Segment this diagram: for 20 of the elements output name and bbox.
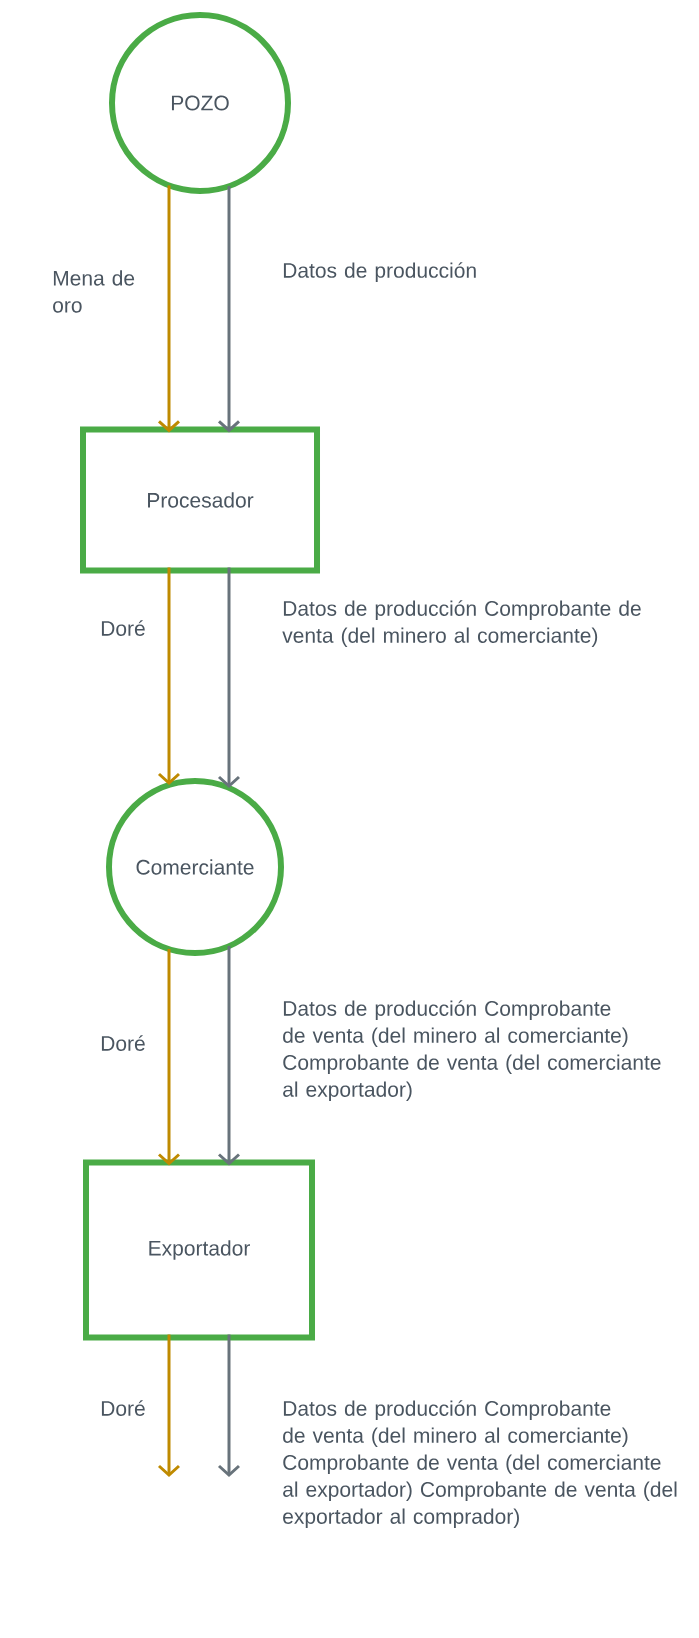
edge-label: Mena de oro: [53, 270, 135, 313]
arrow: [218, 946, 240, 1166]
arrow: [158, 949, 180, 1166]
arrow: [218, 567, 240, 788]
edge-label: Doré: [101, 1400, 145, 1416]
edge-label: Datos de producción: [283, 262, 476, 283]
process-box: Exportador: [83, 1159, 315, 1341]
arrow: [158, 1334, 180, 1477]
arrow: [158, 185, 180, 433]
edge-label: Doré: [101, 620, 145, 636]
edge-label: Datos de producción Comprobante de venta (del minero al comerciante) Comprobante de venta (del comerciante al exportador) Comprobante de venta (del exportador al comprador): [283, 1400, 677, 1529]
edge-label: Doré: [101, 1035, 145, 1051]
edge-label: Datos de producción Comprobante de venta (del minero al comerciante) Comprobante de venta (del comerciante al exportador): [283, 1000, 661, 1102]
arrow: [218, 186, 240, 433]
arrow: [218, 1334, 240, 1477]
edge-label: Datos de producción Comprobante de venta (del minero al comerciante): [282, 600, 641, 647]
process-box: Procesador: [80, 426, 320, 574]
circle-node: Comerciante: [106, 778, 284, 956]
arrow: [158, 567, 180, 785]
circle-node: POZO: [109, 12, 291, 194]
